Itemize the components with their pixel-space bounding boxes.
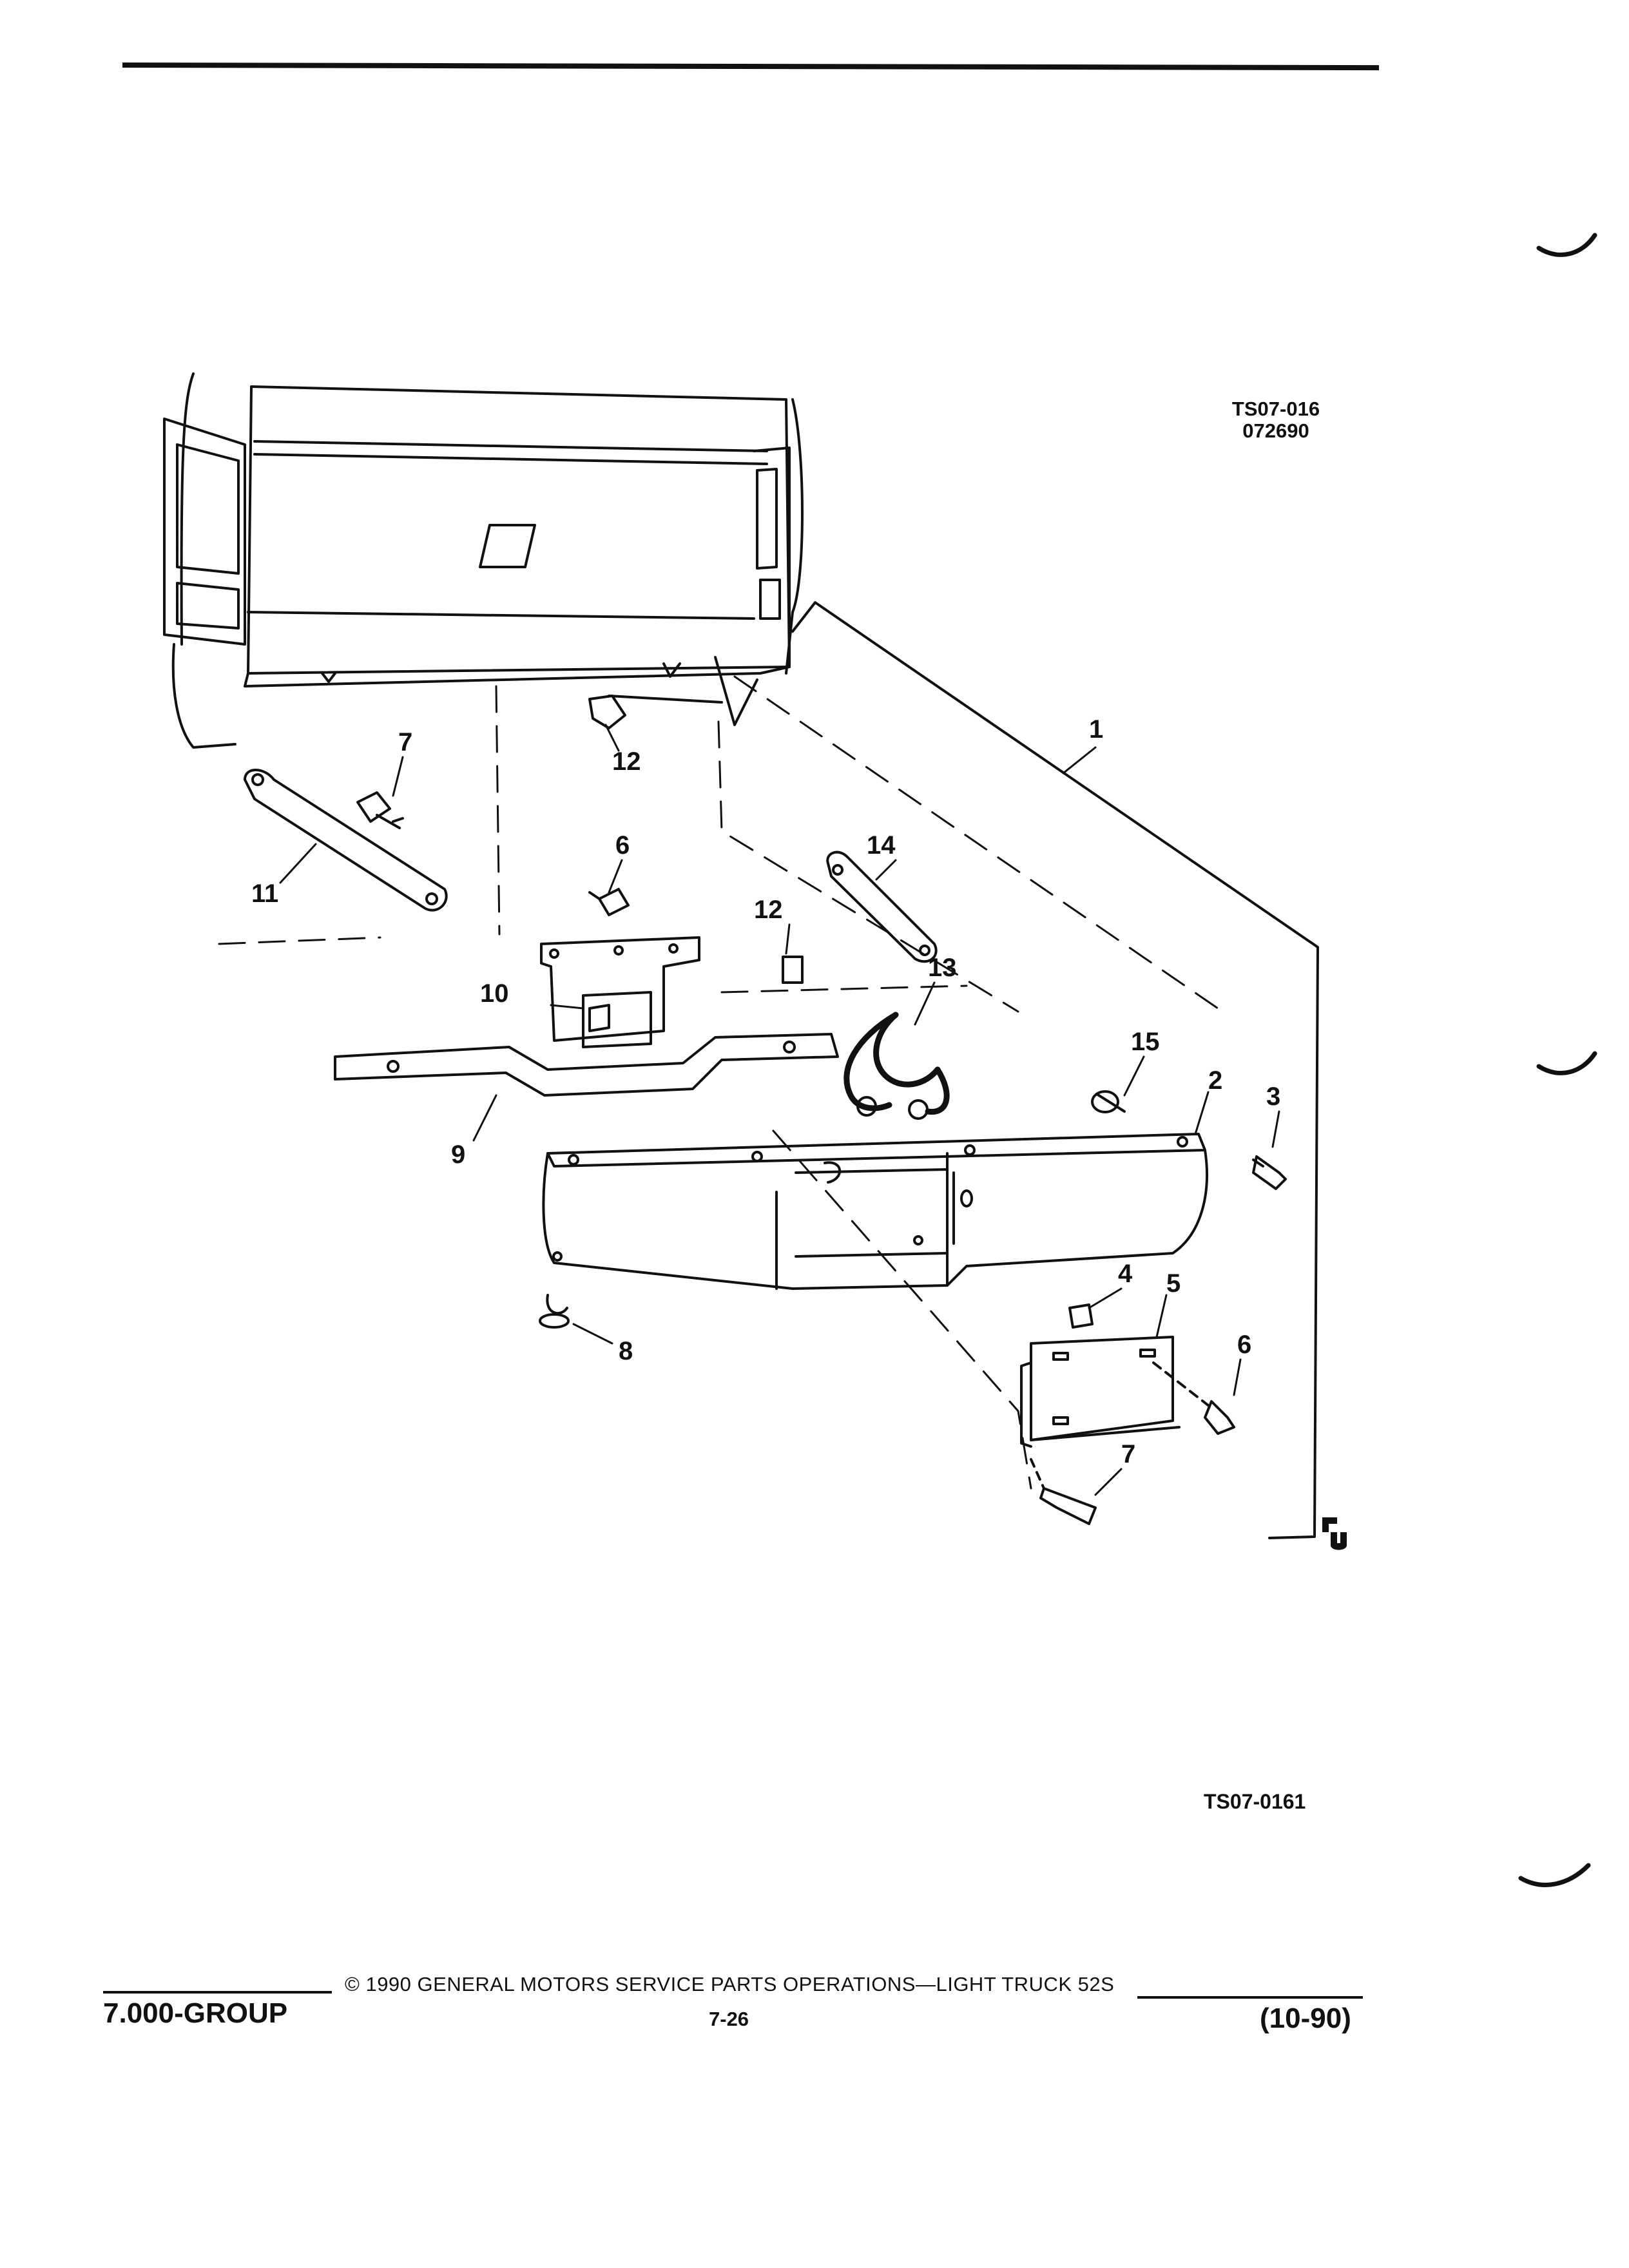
bolt-7-top [356,791,404,829]
spacer-15 [1091,1090,1126,1113]
callout-7-upper: 7 [398,728,412,756]
callout-3: 3 [1266,1082,1280,1111]
clip-12-mid [782,956,804,984]
wiring-harness-13 [843,1012,950,1120]
assembly-bracket-line [791,601,1319,1539]
mounting-plate-5 [1020,1336,1181,1448]
binder-marks [1518,233,1597,1887]
callout-15: 15 [1131,1028,1160,1056]
callout-1: 1 [1089,715,1103,744]
callout-4: 4 [1118,1260,1133,1288]
bolt-6-upper [588,888,630,916]
footer-copyright: © 1990 GENERAL MOTORS SERVICE PARTS OPER… [345,1973,1115,1995]
callout-13: 13 [928,954,957,982]
push-fastener-8 [539,1294,570,1329]
callout-6-upper: 6 [615,831,630,860]
truck-tailgate [163,372,804,749]
callout-11: 11 [251,879,278,908]
callout-2: 2 [1208,1066,1222,1095]
crossmember-9 [334,1033,839,1097]
brace-11 [244,769,448,912]
figure-code-bottom: TS07-0161 [1204,1790,1306,1813]
footer-page-number: 7-26 [709,2008,749,2030]
clip-12-top [588,695,723,729]
callout-9: 9 [451,1140,465,1169]
center-bracket [540,936,700,1048]
nut-4 [1068,1303,1094,1329]
callout-8: 8 [619,1337,633,1365]
callout-leaders [279,724,1280,1496]
footer-date: (10-90) [1260,2003,1351,2034]
figure-date-code: 072690 [1242,419,1309,442]
footer-rule-left [103,1991,332,1994]
callout-12-upper: 12 [612,747,641,776]
assembly-dash-lines [218,675,1219,1490]
callout-5: 5 [1166,1269,1181,1298]
callout-6-lower: 6 [1237,1331,1251,1359]
bolt-6-lower [1152,1361,1235,1435]
callout-12-mid: 12 [754,896,783,924]
callout-7-lower: 7 [1121,1440,1135,1468]
callout-numbers: 1 2 3 4 5 6 6 7 7 8 9 10 11 12 12 13 14 … [251,715,1280,1468]
continuation-mark [1322,1517,1347,1550]
callout-10: 10 [480,979,509,1008]
footer-rule-right [1137,1996,1363,1999]
rear-bumper [542,1133,1208,1290]
figure-code: TS07-016 [1231,398,1320,420]
bolt-7-lower [1030,1458,1097,1525]
brace-14 [826,850,938,963]
footer-group: 7.000-GROUP [103,1997,288,2029]
callout-14: 14 [867,831,896,860]
figure-code-block: TS07-016 072690 [1218,398,1334,442]
bolt-3 [1252,1155,1287,1190]
